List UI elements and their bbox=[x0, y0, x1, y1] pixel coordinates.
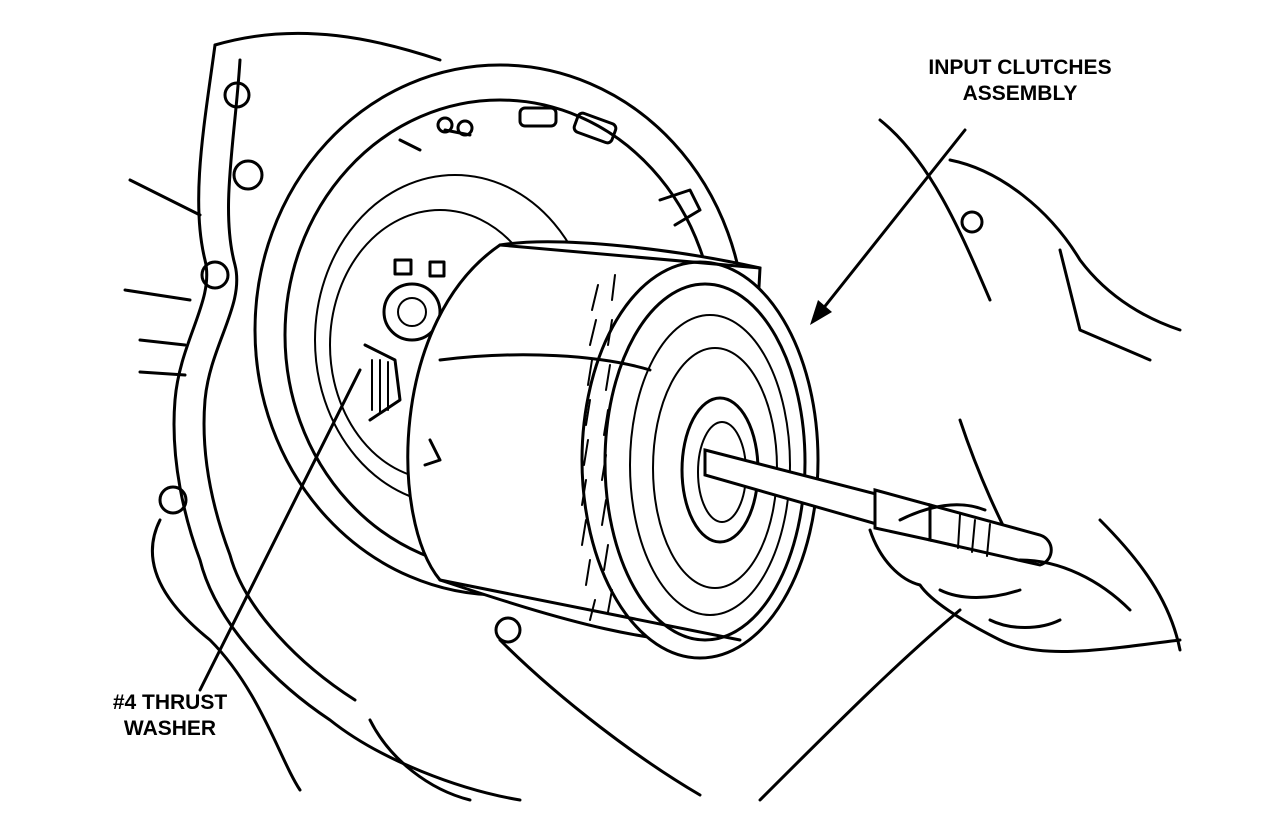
thrust-washer-label-line2: WASHER bbox=[123, 717, 217, 740]
input-clutches-label-line2: ASSEMBLY bbox=[962, 82, 1078, 105]
input-clutches-leader bbox=[816, 128, 967, 317]
input-clutches-drum bbox=[406, 240, 820, 660]
thrust-washer-label-line1: #4 THRUST bbox=[112, 691, 228, 714]
input-clutches-assembly-label: INPUT CLUTCHES ASSEMBLY bbox=[900, 55, 1140, 107]
transmission-case bbox=[123, 31, 1182, 802]
input-clutches-label-line1: INPUT CLUTCHES bbox=[928, 56, 1112, 79]
input-shaft bbox=[703, 448, 1053, 567]
input-clutches-arrowhead bbox=[810, 300, 832, 325]
thrust-washer-leader bbox=[198, 368, 362, 692]
thrust-washer-label: #4 THRUST WASHER bbox=[70, 690, 270, 742]
hand bbox=[868, 503, 1182, 654]
